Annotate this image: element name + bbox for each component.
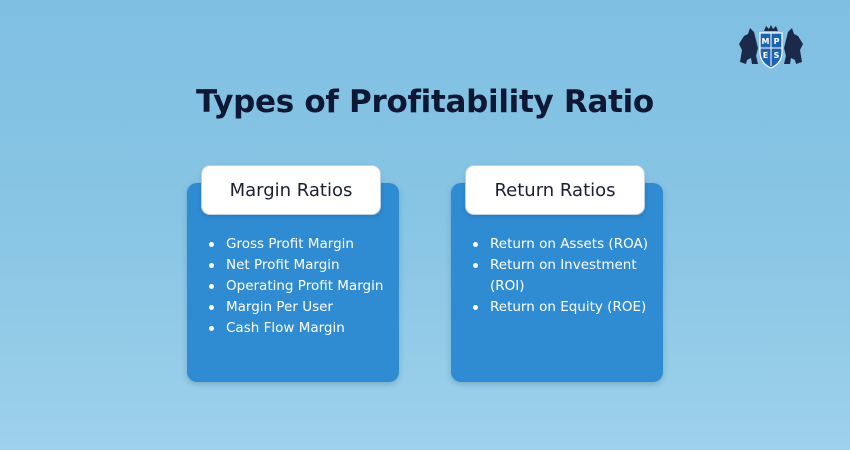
list-item: Return on Investment (ROI) [469,255,655,297]
list-item: Operating Profit Margin [205,276,391,297]
return-ratios-heading: Return Ratios [465,165,645,215]
list-item: Cash Flow Margin [205,318,391,339]
logo-letter: P [774,37,780,46]
list-item: Return on Assets (ROA) [469,234,655,255]
page-title: Types of Profitability Ratio [196,84,654,120]
margin-ratios-card: Gross Profit Margin Net Profit Margin Op… [187,183,399,382]
list-item: Gross Profit Margin [205,234,391,255]
list-item: Net Profit Margin [205,255,391,276]
return-ratios-card: Return on Assets (ROA) Return on Investm… [451,183,663,382]
margin-ratios-heading: Margin Ratios [201,165,381,215]
logo-letter: M [762,37,770,46]
crest-logo-icon: M P E S [739,25,803,69]
logo-letter: S [774,51,780,60]
logo-letter: E [763,51,768,60]
list-item: Return on Equity (ROE) [469,297,655,318]
list-item: Margin Per User [205,297,391,318]
margin-ratios-list: Gross Profit Margin Net Profit Margin Op… [205,234,391,339]
return-ratios-list: Return on Assets (ROA) Return on Investm… [469,234,655,318]
